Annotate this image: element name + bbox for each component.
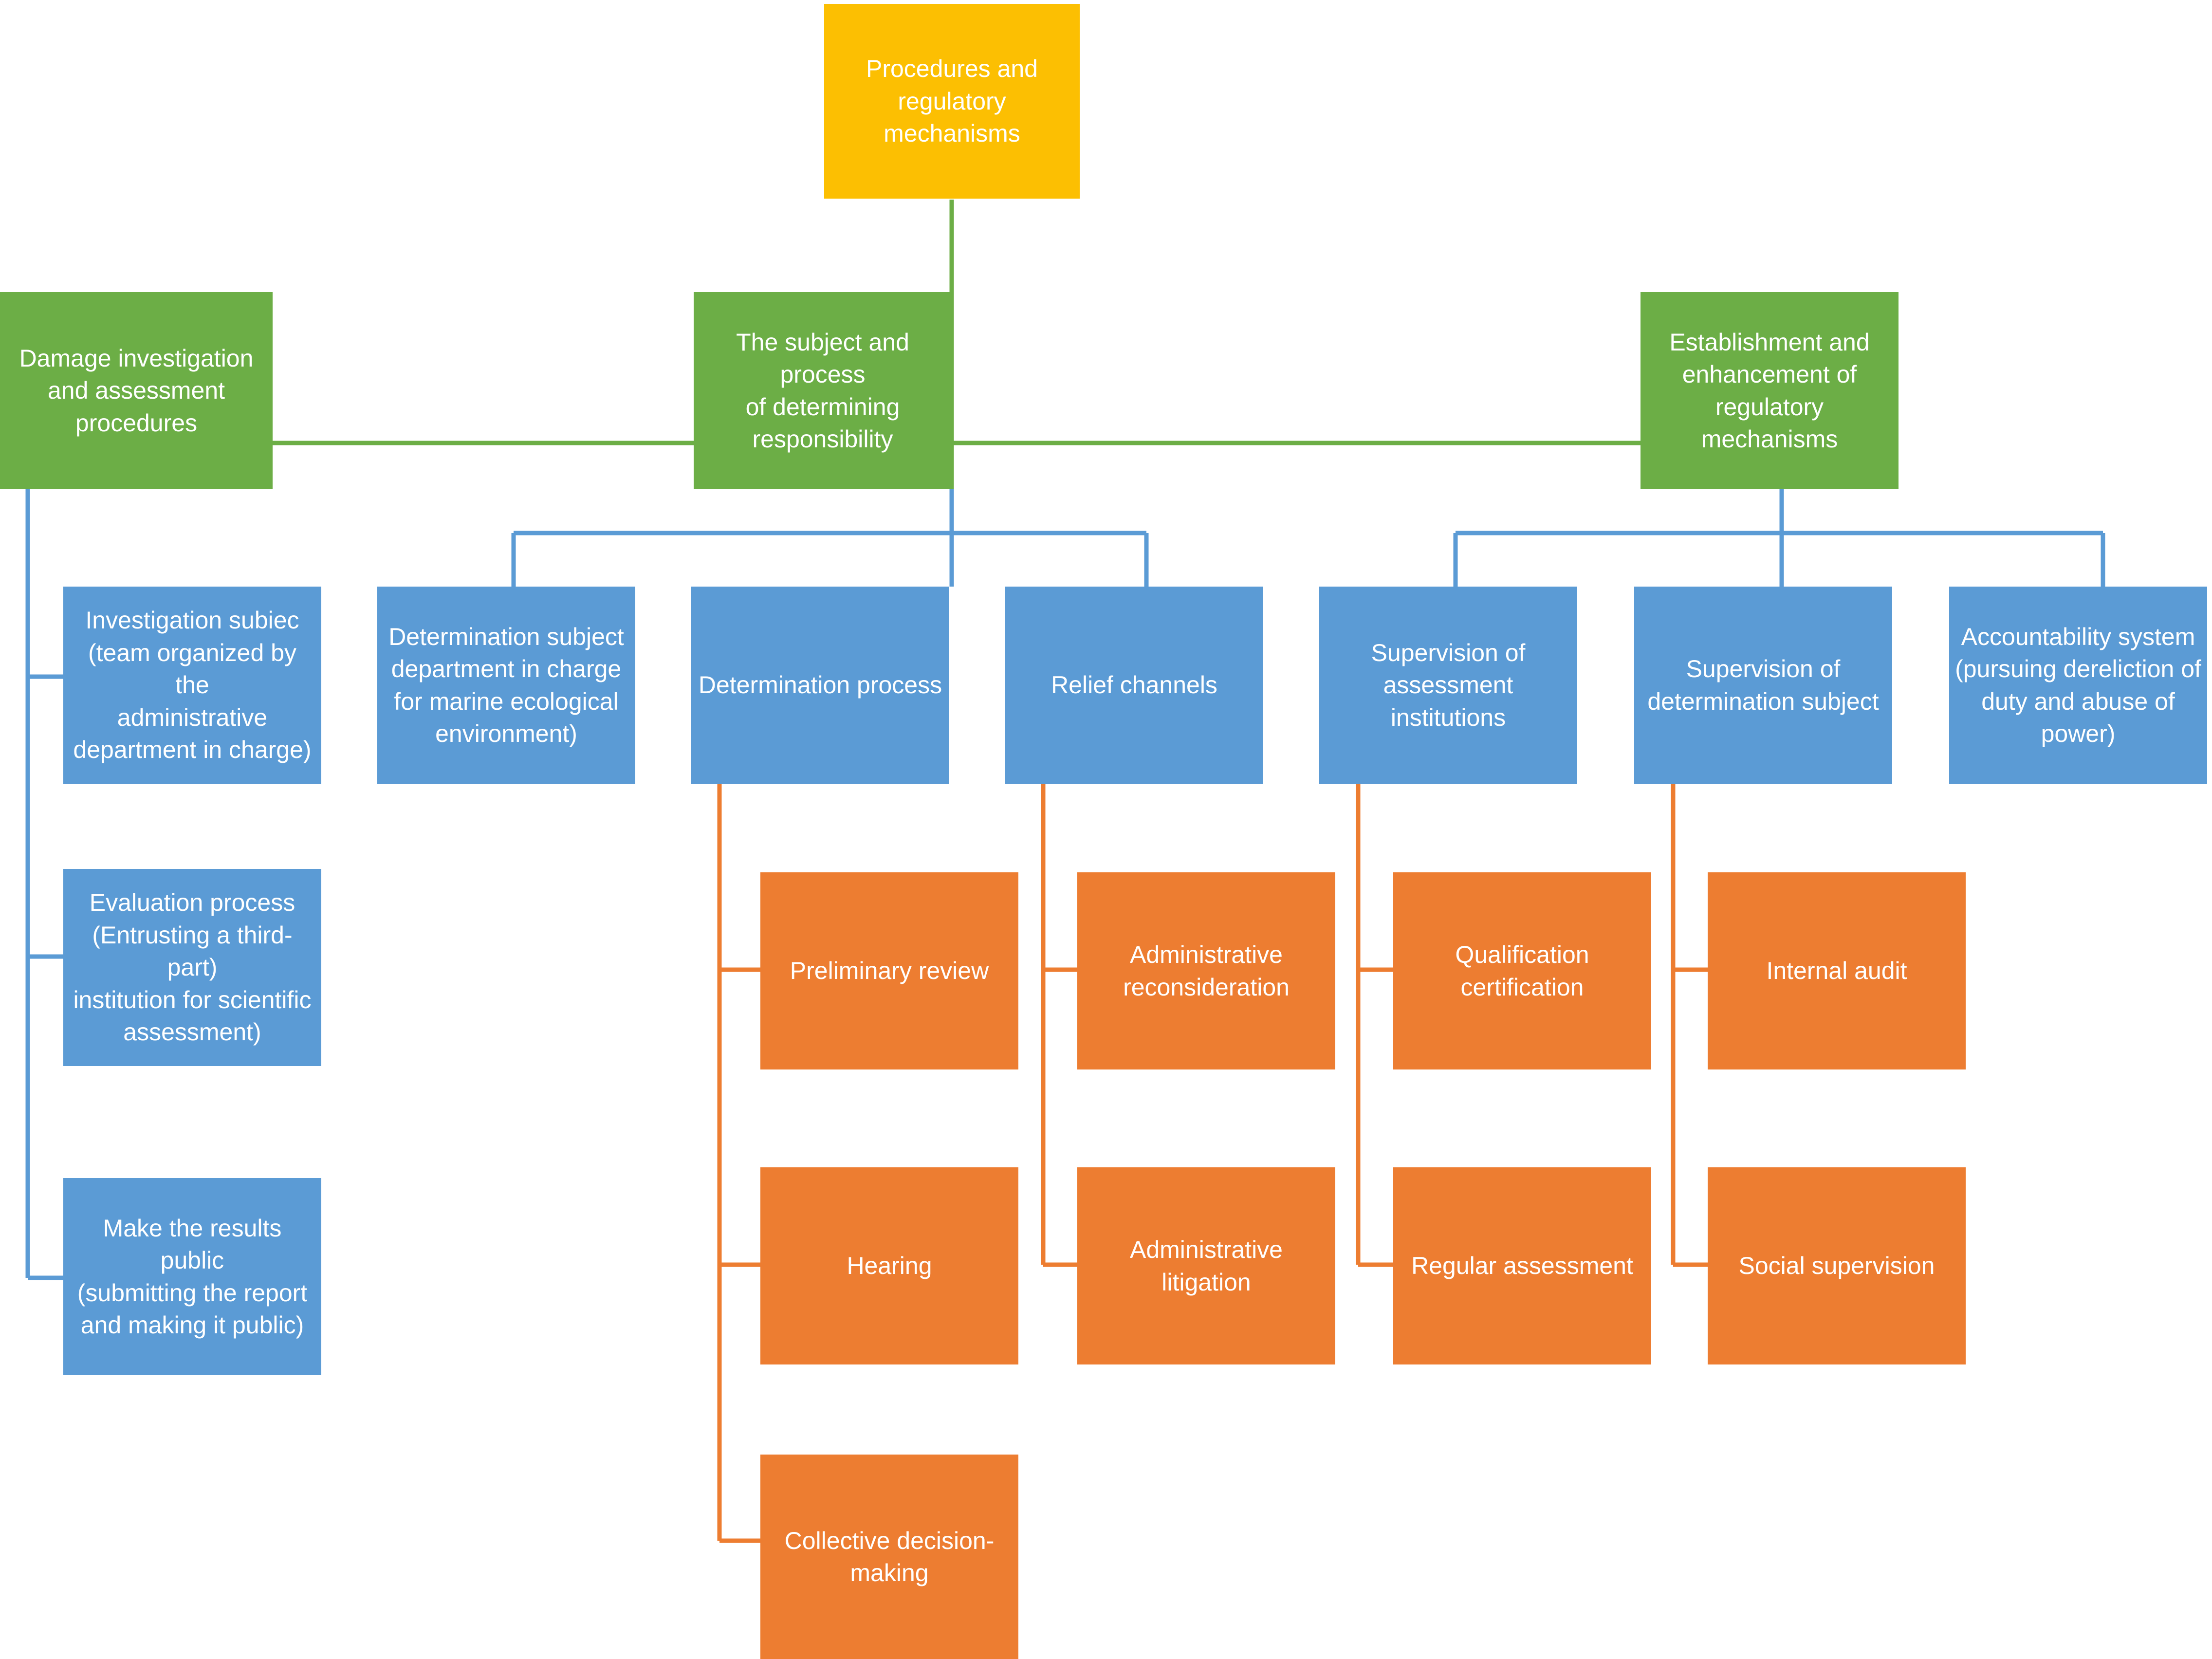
node-investigation-subject[interactable]: Investigation subiec (team organized by … — [63, 587, 321, 784]
node-damage-investigation-procedures[interactable]: Damage investigation and assessment proc… — [0, 292, 273, 489]
node-determination-subject-department[interactable]: Determination subject department in char… — [377, 587, 635, 784]
node-determination-process[interactable]: Determination process — [691, 587, 949, 784]
edge-group-c2 — [1671, 784, 1708, 1267]
node-relief-channels[interactable]: Relief channels — [1005, 587, 1263, 784]
node-make-results-public[interactable]: Make the results public (submitting the … — [63, 1178, 321, 1375]
node-accountability-system[interactable]: Accountability system (pursuing derelict… — [1949, 587, 2207, 784]
node-administrative-reconsideration[interactable]: Administrative reconsideration — [1077, 872, 1335, 1069]
node-collective-decision-making[interactable]: Collective decision- making — [760, 1455, 1018, 1659]
node-social-supervision[interactable]: Social supervision — [1708, 1167, 1966, 1364]
node-preliminary-review[interactable]: Preliminary review — [760, 872, 1018, 1069]
edge-group-b2 — [717, 784, 760, 1543]
edge-group-root — [123, 200, 1784, 489]
node-subject-and-process[interactable]: The subject and process of determining r… — [694, 292, 952, 489]
node-administrative-litigation[interactable]: Administrative litigation — [1077, 1167, 1335, 1364]
node-qualification-certification[interactable]: Qualification certification — [1393, 872, 1651, 1069]
node-internal-audit[interactable]: Internal audit — [1708, 872, 1966, 1069]
node-root[interactable]: Procedures and regulatory mechanisms — [824, 4, 1080, 199]
edge-group-c1 — [1356, 784, 1393, 1267]
node-supervision-assessment-institutions[interactable]: Supervision of assessment institutions — [1319, 587, 1577, 784]
edge-group-branch-b — [511, 489, 1149, 587]
node-regular-assessment[interactable]: Regular assessment — [1393, 1167, 1651, 1364]
node-establishment-regulatory-mechanisms[interactable]: Establishment and enhancement of regulat… — [1641, 292, 1899, 489]
node-supervision-determination-subject[interactable]: Supervision of determination subject — [1634, 587, 1892, 784]
edge-group-branch-c — [1453, 489, 2105, 587]
node-evaluation-process[interactable]: Evaluation process (Entrusting a third-p… — [63, 869, 321, 1066]
edge-group-b3 — [1041, 784, 1077, 1267]
edge-group-branch-a — [25, 489, 63, 1280]
node-hearing[interactable]: Hearing — [760, 1167, 1018, 1364]
